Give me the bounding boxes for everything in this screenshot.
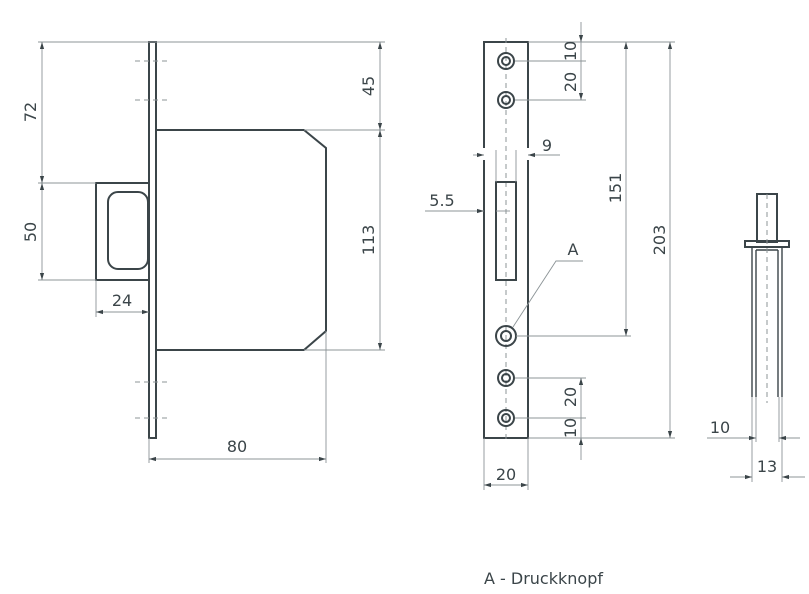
dim-width20: 20 — [496, 465, 516, 484]
extension-lines — [38, 41, 385, 463]
screw-hole — [497, 91, 515, 109]
screw-hole — [497, 369, 515, 387]
dim-151: 151 — [606, 173, 625, 204]
dim-9: 9 — [542, 136, 552, 155]
screw-centerlines — [135, 60, 170, 419]
dim-bot10: 10 — [561, 418, 580, 438]
pin-view: 10 13 — [707, 193, 805, 482]
side-view: 72 50 24 80 45 113 — [21, 41, 385, 463]
dim-45: 45 — [359, 76, 378, 96]
dim-10: 10 — [710, 418, 730, 437]
latch-slot — [495, 181, 517, 281]
dim-203: 203 — [650, 225, 669, 256]
dim-72: 72 — [21, 102, 40, 122]
extension-lines — [483, 41, 675, 490]
faceplate — [148, 41, 157, 439]
dim-top20: 20 — [561, 72, 580, 92]
dim-113: 113 — [359, 225, 378, 256]
latch-recess — [107, 191, 149, 270]
screw-hole — [497, 409, 515, 427]
latch-bolt — [95, 182, 150, 281]
dim-13: 13 — [757, 457, 777, 476]
pin-legs — [751, 247, 783, 397]
dim-24: 24 — [112, 291, 132, 310]
lock-body — [156, 129, 327, 351]
dim-80: 80 — [227, 437, 247, 456]
dim-50: 50 — [21, 222, 40, 242]
leader-line-a — [512, 260, 583, 328]
front-view: 10 20 9 5.5 151 203 20 10 20 A A - Druck… — [425, 22, 675, 588]
dim-bot20: 20 — [561, 387, 580, 407]
dim-5-5: 5.5 — [429, 191, 454, 210]
leader-label-a: A — [568, 240, 579, 259]
screw-hole — [497, 52, 515, 70]
caption: A - Druckknopf — [484, 569, 603, 588]
dim-top10: 10 — [561, 41, 580, 61]
